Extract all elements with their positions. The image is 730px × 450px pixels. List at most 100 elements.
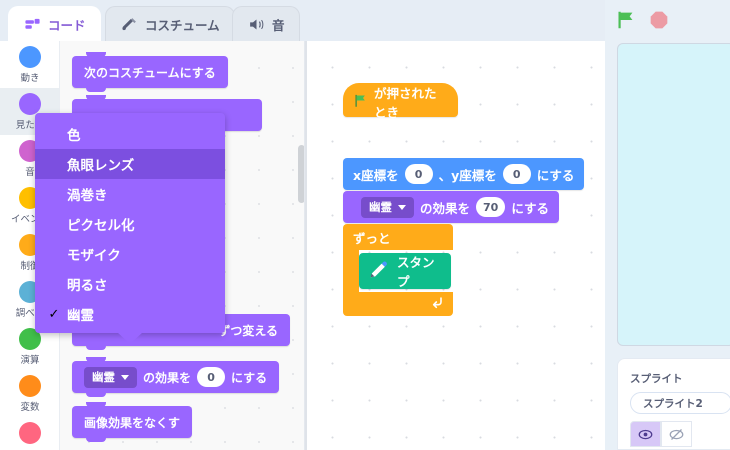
- palette-clear-effects-label: 画像効果をなくす: [84, 415, 181, 430]
- palette-set-effect-mid: の効果を: [143, 370, 192, 385]
- chevron-down-icon: [398, 204, 406, 210]
- stage-canvas[interactable]: [617, 43, 730, 346]
- stop-button[interactable]: [649, 10, 669, 34]
- category-looks-label: 見た目: [15, 120, 45, 131]
- pen-icon: [367, 259, 389, 284]
- dropdown-item-ghost[interactable]: ✓ 幽霊: [35, 299, 225, 329]
- dropdown-item-whirl[interactable]: 渦巻き: [35, 179, 225, 209]
- category-operators-label: 演算: [20, 355, 40, 366]
- tab-sound-label: 音: [272, 17, 285, 33]
- tab-code[interactable]: コード: [8, 6, 101, 41]
- block-notch-top: [86, 357, 106, 362]
- variables-dot-icon: [19, 375, 41, 397]
- sprite-info-pane: スプライト スプライト2: [617, 358, 730, 450]
- palette-block-set-effect[interactable]: 幽霊 の効果を 0 にする: [72, 357, 280, 397]
- dropdown-item-whirl-label: 渦巻き: [67, 188, 108, 204]
- forever-label: ずっと: [353, 230, 391, 246]
- category-variables-label: 変数: [20, 402, 40, 413]
- goto-pre-label: x座標を: [353, 167, 399, 183]
- green-flag-button[interactable]: [615, 9, 637, 35]
- category-looks[interactable]: 見た目: [0, 88, 59, 135]
- category-motion[interactable]: 動き: [0, 41, 59, 88]
- block-notch-bottom: [86, 345, 106, 350]
- category-events-label: イベント: [10, 214, 49, 225]
- forever-left-arm: [343, 250, 359, 292]
- sprite-name-input[interactable]: スプライト2: [630, 392, 730, 414]
- sprite-visibility-buttons: [630, 421, 730, 447]
- dropdown-item-pixelate[interactable]: ピクセル化: [35, 209, 225, 239]
- myblocks-dot-icon: [19, 422, 41, 444]
- speaker-icon: [247, 15, 265, 33]
- palette-scrollbar[interactable]: [298, 145, 304, 203]
- script-workspace[interactable]: が押されたとき x座標を 0 、y座標を 0 にする 幽霊 の効果を 70 にす…: [305, 41, 605, 450]
- dropdown-pointer: [117, 332, 143, 344]
- operators-dot-icon: [19, 328, 41, 350]
- block-notch-bottom: [86, 87, 106, 92]
- palette-effect-dropdown[interactable]: 幽霊: [84, 366, 137, 388]
- when-flag-clicked-label: が押されたとき: [374, 86, 437, 120]
- stage-controls: [605, 8, 730, 36]
- editor-tabbar: コード コスチューム 音: [0, 0, 608, 41]
- block-notch-bottom: [86, 437, 106, 442]
- category-sound-label: 音: [25, 167, 35, 178]
- palette-effect-value: 幽霊: [92, 370, 115, 384]
- forever-top-bar: ずっと: [343, 224, 453, 250]
- effect-dropdown-menu[interactable]: 色 魚眼レンズ 渦巻き ピクセル化 モザイク 明るさ ✓ 幽霊: [35, 113, 225, 344]
- block-goto-xy[interactable]: x座標を 0 、y座標を 0 にする: [343, 158, 585, 190]
- category-myblocks[interactable]: [0, 417, 59, 450]
- sprite-show-button[interactable]: [630, 421, 661, 447]
- script-effect-value: 幽霊: [369, 200, 392, 214]
- green-flag-icon: [353, 93, 368, 111]
- block-forever[interactable]: ずっと スタンプ: [343, 224, 453, 316]
- block-stamp[interactable]: スタンプ: [359, 253, 451, 289]
- palette-change-effect-suffix: ずつ変える: [218, 323, 278, 338]
- block-notch-top: [86, 52, 106, 57]
- dropdown-item-color-label: 色: [67, 128, 81, 144]
- chevron-down-icon: [121, 374, 129, 380]
- script-set-effect-mid: の効果を: [420, 200, 471, 216]
- dropdown-item-brightness-label: 明るさ: [67, 278, 108, 294]
- block-notch-top: [86, 402, 106, 407]
- block-notch-top: [86, 95, 106, 100]
- block-when-flag-clicked[interactable]: が押されたとき: [343, 83, 458, 120]
- looks-dot-icon: [19, 93, 41, 115]
- tab-code-label: コード: [48, 17, 86, 33]
- script-set-effect-value-input[interactable]: 70: [476, 197, 506, 217]
- category-motion-label: 動き: [20, 73, 40, 84]
- palette-set-effect-value-input[interactable]: 0: [197, 367, 226, 387]
- stage-panel: スプライト スプライト2: [605, 0, 730, 450]
- dropdown-item-color[interactable]: 色: [35, 119, 225, 149]
- block-notch-bottom: [86, 392, 106, 397]
- workspace-left-edge: [305, 41, 307, 450]
- category-variables[interactable]: 変数: [0, 370, 59, 417]
- stamp-label: スタンプ: [397, 255, 435, 289]
- sprite-label: スプライト: [630, 373, 683, 385]
- sprite-hide-button[interactable]: [661, 421, 692, 447]
- dropdown-item-mosaic-label: モザイク: [67, 248, 121, 264]
- dropdown-item-mosaic[interactable]: モザイク: [35, 239, 225, 269]
- goto-x-input[interactable]: 0: [404, 164, 433, 184]
- palette-block-clear-effects[interactable]: 画像効果をなくす: [72, 402, 193, 442]
- palette-next-costume-label: 次のコスチュームにする: [84, 65, 216, 80]
- paintbrush-icon: [120, 15, 138, 33]
- tab-costume-label: コスチューム: [145, 17, 220, 33]
- category-control-label: 制御: [20, 261, 40, 272]
- dropdown-item-brightness[interactable]: 明るさ: [35, 269, 225, 299]
- block-set-effect-to[interactable]: 幽霊 の効果を 70 にする: [343, 191, 559, 223]
- category-operators[interactable]: 演算: [0, 323, 59, 370]
- tab-sound[interactable]: 音: [232, 6, 300, 41]
- motion-dot-icon: [19, 46, 41, 68]
- script-effect-dropdown[interactable]: 幽霊: [361, 196, 414, 218]
- dropdown-item-fisheye-label: 魚眼レンズ: [67, 158, 135, 174]
- goto-y-input[interactable]: 0: [502, 164, 531, 184]
- loop-arrow-icon: [429, 294, 445, 314]
- dropdown-item-fisheye[interactable]: 魚眼レンズ: [35, 149, 225, 179]
- check-icon: ✓: [48, 306, 60, 322]
- palette-block-next-costume[interactable]: 次のコスチュームにする: [72, 52, 228, 92]
- palette-set-effect-suffix: にする: [231, 370, 268, 385]
- goto-suffix-label: にする: [536, 167, 575, 183]
- goto-mid-label: 、y座標を: [438, 167, 497, 183]
- code-icon: [23, 15, 41, 33]
- tab-costume[interactable]: コスチューム: [105, 6, 235, 41]
